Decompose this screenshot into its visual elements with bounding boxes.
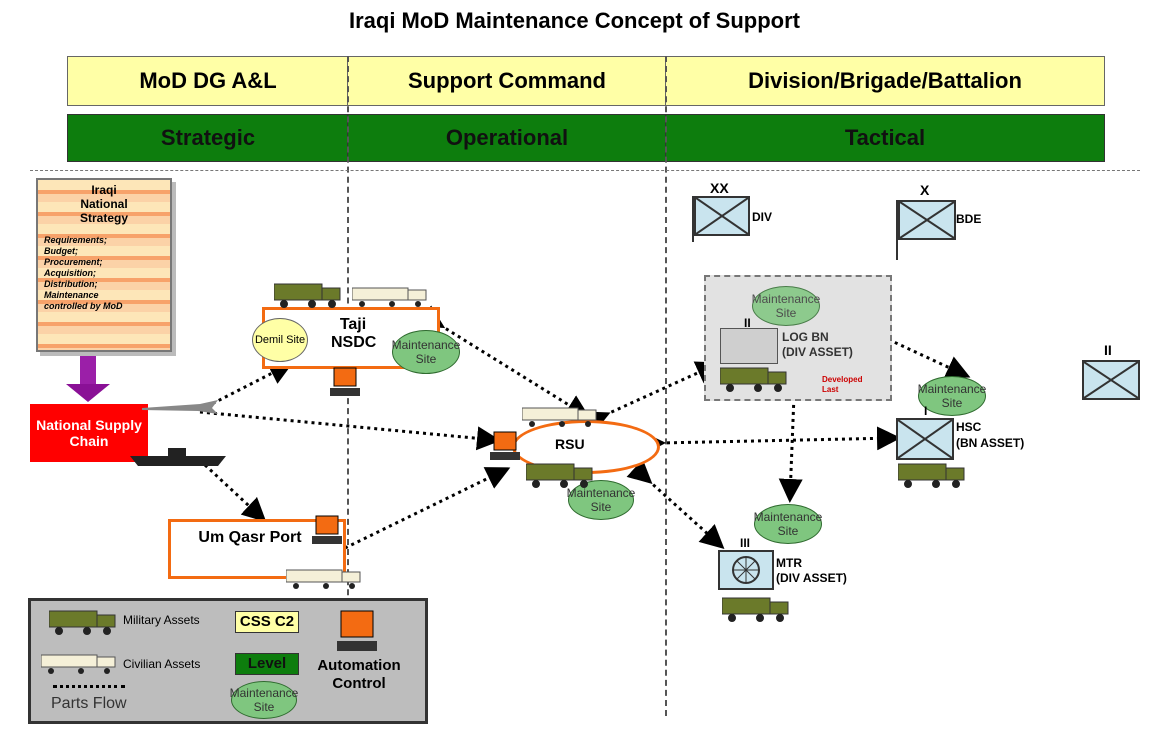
- bde-echelon: X: [920, 182, 930, 198]
- civilian-truck-icon: [522, 407, 597, 427]
- legend-parts-flow-label: Parts Flow: [51, 695, 127, 712]
- legend-computer-icon: [337, 610, 377, 651]
- hsc-echelon: I: [924, 404, 928, 418]
- legend-military-truck-icon: [49, 610, 116, 635]
- military-truck-icon: [898, 463, 965, 488]
- civilian-truck-icon: [352, 287, 427, 307]
- strategy-item: controlled by MoD: [44, 301, 123, 311]
- strategy-heading-2: National: [80, 197, 128, 211]
- military-truck-icon: [526, 463, 593, 488]
- legend: Military Assets CSS C2 Civilian Assets L…: [28, 598, 428, 724]
- strategy-heading-3: Strategy: [79, 211, 129, 225]
- div-unit-symbol: [694, 196, 750, 236]
- mtr-maintenance-site: Maintenance Site: [754, 504, 822, 544]
- div-flagpole: [692, 196, 694, 242]
- c2-support-command: Support Command: [347, 56, 667, 106]
- taji-label: Taji NSDC: [331, 316, 377, 351]
- legend-level: Level: [235, 653, 299, 675]
- legend-automation-label: Automation Control: [317, 657, 401, 692]
- ship-icon: [130, 448, 226, 466]
- log-bn-maintenance-site: Maintenance Site: [752, 286, 820, 326]
- strategy-item: Maintenance: [44, 290, 99, 300]
- military-truck-icon: [720, 367, 787, 392]
- hsc-sub: (BN ASSET): [956, 436, 1025, 450]
- legend-civilian-truck-icon: [41, 654, 116, 674]
- strategy-item: Distribution;: [44, 279, 98, 289]
- hsc-unit-symbol: [896, 418, 954, 460]
- mtr-unit-symbol: [718, 550, 774, 590]
- hsc-label: HSC: [956, 420, 982, 434]
- strategy-heading-1: Iraqi: [91, 183, 117, 197]
- divider-top: [30, 170, 1140, 171]
- rsu-maintenance-site: Maintenance Site: [567, 480, 635, 520]
- legend-css-c2: CSS C2: [235, 611, 299, 633]
- log-bn-echelon: II: [744, 316, 751, 330]
- level-operational: Operational: [347, 114, 667, 162]
- strategy-item: Procurement;: [44, 257, 103, 267]
- legend-military-label: Military Assets: [123, 613, 200, 627]
- bde-flagpole: [896, 200, 898, 260]
- military-truck-icon: [722, 597, 789, 622]
- hsc-maintenance-site: Maintenance Site: [918, 376, 986, 416]
- um-qasr-label: Um Qasr Port: [198, 529, 302, 546]
- level-tactical: Tactical: [665, 114, 1105, 162]
- military-truck-icon: [274, 283, 341, 308]
- c2-division: Division/Brigade/Battalion: [665, 56, 1105, 106]
- mtr-echelon: III: [740, 536, 751, 550]
- rsu-ellipse: [512, 420, 660, 474]
- developed-last-note: Developed Last: [822, 375, 863, 394]
- computer-icon: [312, 515, 342, 544]
- computer-icon: [330, 367, 360, 396]
- diagram-title: Iraqi MoD Maintenance Concept of Support: [348, 8, 800, 33]
- level-strategic: Strategic: [67, 114, 349, 162]
- strategy-item: Acquisition;: [44, 268, 96, 278]
- mtr-sub: (DIV ASSET): [776, 571, 847, 585]
- strategy-document: Iraqi National Strategy Requirements; Bu…: [36, 178, 172, 352]
- civilian-truck-icon: [286, 569, 361, 589]
- aircraft-icon: [142, 400, 218, 414]
- div-echelon: XX: [710, 180, 729, 196]
- log-bn-sub: (DIV ASSET): [782, 345, 853, 359]
- national-supply-chain: National Supply Chain: [30, 404, 148, 462]
- log-bn-unit-symbol: [720, 328, 778, 364]
- computer-icon: [490, 431, 520, 460]
- strategy-item: Requirements;: [44, 235, 108, 245]
- rsu-label: RSU: [555, 436, 585, 452]
- mtr-label: MTR: [776, 556, 802, 570]
- legend-civilian-label: Civilian Assets: [123, 657, 201, 671]
- demil-site: Demil Site: [252, 318, 308, 362]
- legend-maintenance-site: Maintenance Site: [230, 681, 298, 719]
- bde-unit-symbol: [898, 200, 956, 240]
- strategy-item: Budget;: [44, 246, 78, 256]
- bde-label: BDE: [956, 212, 982, 226]
- bn-unit-symbol: [1082, 360, 1140, 400]
- taji-maintenance-site: Maintenance Site: [392, 330, 460, 374]
- log-bn-label: LOG BN: [782, 330, 829, 344]
- bn-echelon: II: [1104, 342, 1112, 358]
- legend-parts-flow-line: [53, 685, 125, 688]
- div-label: DIV: [752, 210, 773, 224]
- c2-mod: MoD DG A&L: [67, 56, 349, 106]
